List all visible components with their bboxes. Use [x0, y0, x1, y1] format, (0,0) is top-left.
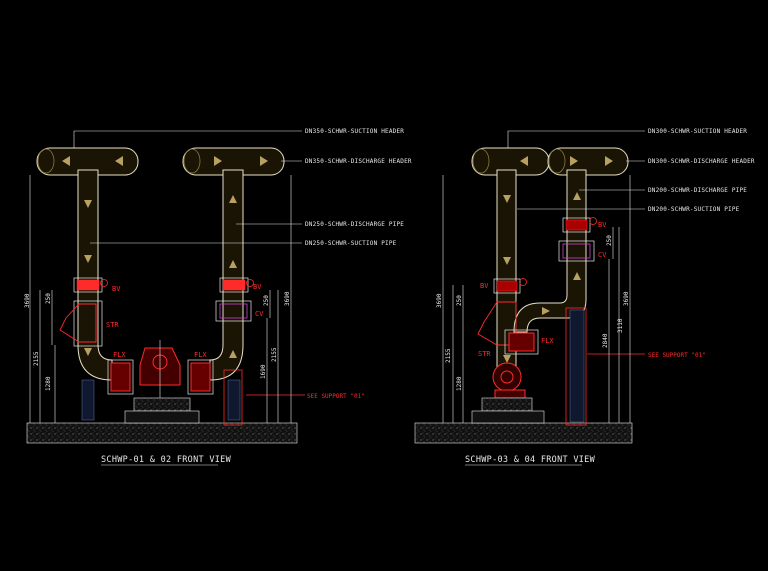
pump-base	[481, 397, 533, 412]
dim-2840: 2840	[602, 333, 609, 348]
flexible-connector	[107, 359, 134, 395]
valve-handwheel-icon	[246, 279, 254, 287]
valve-handwheel-icon	[589, 217, 597, 225]
dim-3110: 3110	[617, 318, 624, 333]
tag-cv: CV	[255, 310, 264, 318]
tag-bv: BV	[598, 221, 607, 229]
callout-discharge-header: DN350-SCHWR-DISCHARGE HEADER	[305, 158, 412, 165]
callout-support: SEE SUPPORT "01"	[648, 352, 706, 359]
dim-3690: 3690	[623, 291, 630, 306]
dim-250: 250	[45, 293, 52, 304]
callout-suction-header: DN350-SCHWR-SUCTION HEADER	[305, 128, 404, 135]
discharge-header	[182, 147, 285, 176]
dim-250: 250	[456, 295, 463, 306]
pipe-support-leg	[569, 309, 585, 423]
right-view: DN300-SCHWR-SUCTION HEADER DN300-SCHWR-D…	[414, 128, 755, 466]
butterfly-valve	[73, 277, 103, 293]
dim-1280: 1280	[456, 376, 463, 391]
tag-flx: FLX	[113, 351, 126, 359]
support-marker	[223, 369, 243, 426]
floor-slab	[26, 422, 298, 444]
dim-250: 250	[606, 235, 613, 246]
discharge-pipe	[209, 169, 244, 381]
flexible-connector	[187, 359, 214, 395]
pump	[492, 362, 526, 399]
tag-flx: FLX	[541, 337, 554, 345]
strainer	[73, 300, 103, 347]
valve-handwheel-icon	[100, 279, 108, 287]
flexible-connector	[504, 329, 539, 355]
dim-3690: 3690	[24, 293, 31, 308]
left-view: DN350-SCHWR-SUCTION HEADER DN350-SCHWR-D…	[24, 128, 412, 466]
pump-base	[133, 397, 191, 412]
callout-discharge-header: DN300-SCHWR-DISCHARGE HEADER	[648, 158, 755, 165]
tag-cv: CV	[598, 251, 607, 259]
tag-flx: FLX	[194, 351, 207, 359]
callout-suction-header: DN300-SCHWR-SUCTION HEADER	[648, 128, 747, 135]
dim-1690: 1690	[260, 364, 267, 379]
valve-handwheel-icon	[519, 278, 527, 286]
butterfly-valve	[219, 277, 249, 293]
view-title: SCHWP-01 & 02 FRONT VIEW	[101, 455, 232, 465]
support-marker	[565, 307, 587, 426]
pipe-support-leg	[227, 379, 241, 421]
strainer	[477, 301, 517, 346]
tag-bv: BV	[480, 282, 489, 290]
check-valve	[215, 300, 252, 322]
butterfly-valve	[562, 217, 591, 233]
dim-3690: 3690	[436, 293, 443, 308]
tag-str: STR	[106, 321, 119, 329]
suction-pipe	[77, 169, 113, 381]
callout-suction-pipe: DN200-SCHWR-SUCTION PIPE	[648, 206, 740, 213]
callout-discharge-pipe: DN200-SCHWR-DISCHARGE PIPE	[648, 187, 747, 194]
dim-2155: 2155	[33, 351, 40, 366]
tag-str: STR	[478, 350, 491, 358]
discharge-header	[547, 147, 629, 176]
dim-250: 250	[263, 295, 270, 306]
tag-bv: BV	[112, 285, 121, 293]
dim-2155: 2155	[271, 347, 278, 362]
view-title: SCHWP-03 & 04 FRONT VIEW	[465, 455, 596, 465]
callout-discharge-pipe: DN250-SCHWR-DISCHARGE PIPE	[305, 221, 404, 228]
floor-slab	[414, 422, 633, 444]
butterfly-valve	[493, 278, 521, 294]
dim-1280: 1280	[45, 376, 52, 391]
tag-bv: BV	[253, 283, 262, 291]
inertia-base	[471, 410, 545, 424]
callout-support: SEE SUPPORT "01"	[307, 393, 365, 400]
callout-suction-pipe: DN250-SCHWR-SUCTION PIPE	[305, 240, 397, 247]
check-valve	[558, 240, 595, 262]
dim-3690: 3690	[284, 291, 291, 306]
suction-header	[36, 147, 139, 176]
inertia-base	[124, 410, 200, 424]
pipe-support-leg	[81, 379, 95, 421]
dim-2155: 2155	[445, 348, 452, 363]
pump	[139, 340, 181, 400]
